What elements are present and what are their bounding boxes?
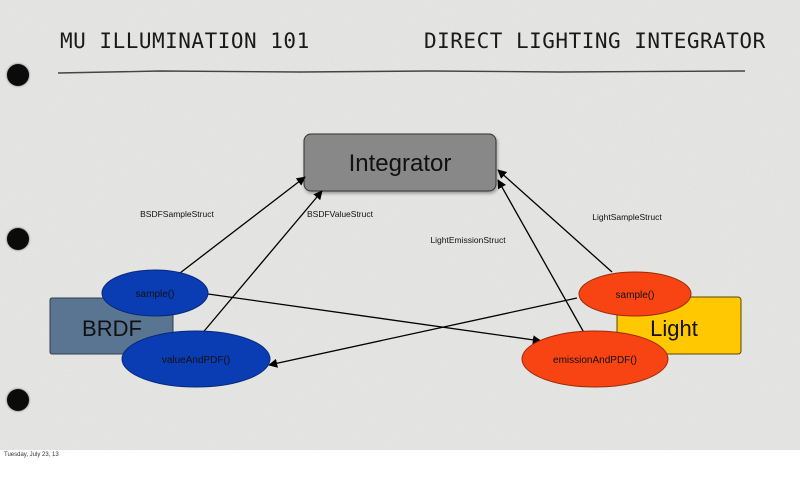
brdf-sample-ellipse (101, 269, 209, 317)
edge-label-light-emission-struct: LightEmissionStruct (430, 235, 506, 245)
slide-date-footer: Tuesday, July 23, 13 (4, 452, 59, 458)
arrow-brdf-value-to-integrator (199, 190, 323, 337)
light-emission-label: emissionAndPDF() (553, 355, 637, 366)
light-sample-label: sample() (616, 290, 655, 301)
light-sample-ellipse (578, 271, 692, 317)
integrator-box (303, 133, 497, 192)
arrow-brdf-sample-to-integrator (179, 176, 306, 274)
arrow-emission-to-integrator (497, 179, 588, 339)
brdf-value-ellipse (121, 330, 271, 388)
edge-label-light-sample-struct: LightSampleStruct (592, 212, 662, 222)
slide-title-left: MU ILLUMINATION 101 (60, 29, 310, 53)
brdf-sample-label: sample() (136, 289, 175, 300)
arrow-light-sample-to-integrator (497, 169, 613, 273)
arrow-light-sample-to-value (268, 297, 578, 368)
binder-hole-middle (7, 228, 29, 250)
binder-hole-top (7, 64, 29, 86)
slide-title-right: DIRECT LIGHTING INTEGRATOR (424, 29, 766, 53)
binder-hole-bottom (7, 389, 29, 411)
arrow-brdf-sample-to-emission (207, 293, 542, 345)
integrator-label: Integrator (349, 150, 452, 177)
light-emission-ellipse (521, 330, 669, 388)
lighting-diagram: Integrator BRDF Light BSDFSampleStruct B… (49, 70, 746, 388)
header-rule (57, 70, 746, 74)
light-label: Light (650, 316, 698, 341)
edge-label-bsdf-sample-struct: BSDFSampleStruct (140, 209, 214, 219)
edge-label-bsdf-value-struct: BSDFValueStruct (307, 209, 374, 219)
paper-texture (0, 0, 800, 450)
brdf-value-label: valueAndPDF() (162, 355, 230, 366)
brdf-label: BRDF (82, 316, 142, 341)
slide: MU ILLUMINATION 101 DIRECT LIGHTING INTE… (0, 0, 800, 450)
